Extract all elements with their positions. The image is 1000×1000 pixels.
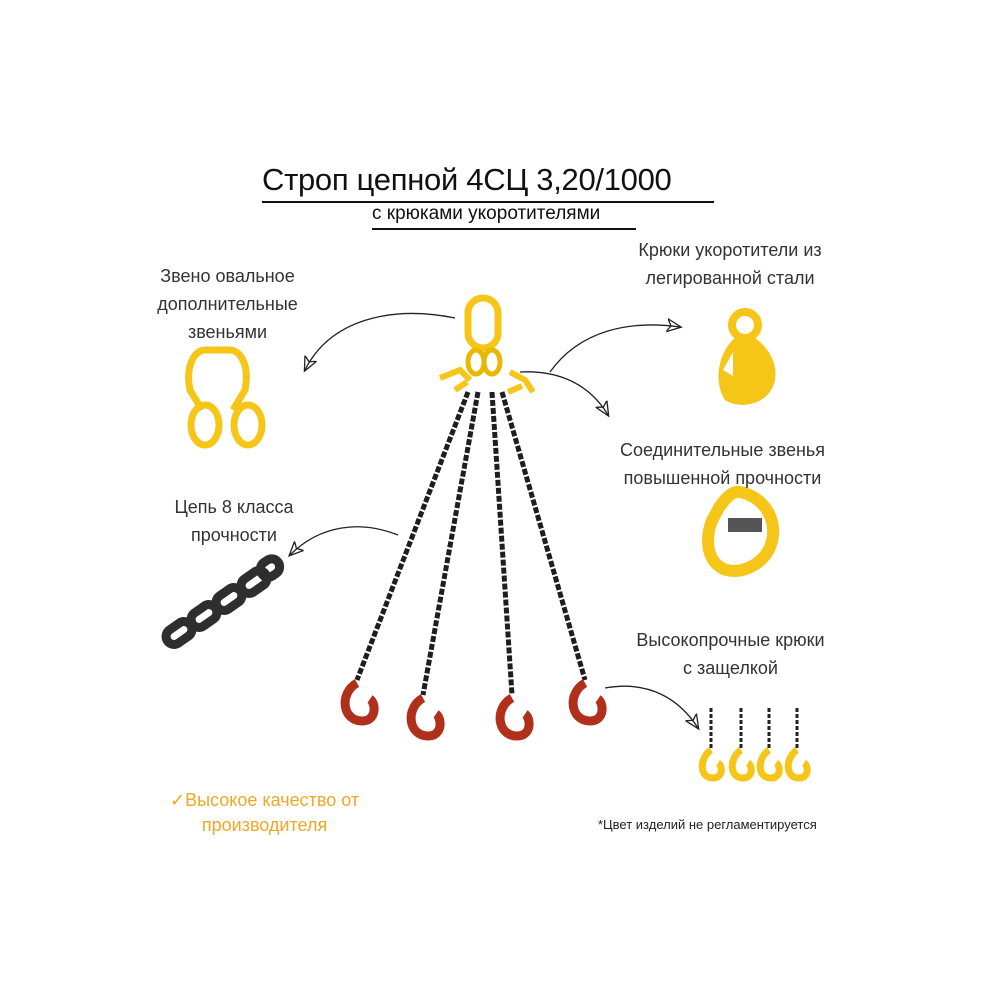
page-subtitle: с крюками укоротителями	[372, 203, 601, 224]
feature-line: Звено овальное	[160, 266, 295, 286]
feature-shortening-hooks: Крюки укоротители из легированной стали	[615, 236, 845, 292]
connecting-link-icon	[702, 485, 780, 577]
arrow-latch-hooks	[604, 685, 698, 728]
quality-line: производителя	[201, 815, 328, 835]
feature-line: прочности	[190, 525, 277, 545]
title-underline	[262, 201, 714, 203]
arrow-chain	[290, 526, 399, 555]
quality-line: ✓Высокое качество от	[170, 790, 360, 810]
page-title: Строп цепной 4СЦ 3,20/1000	[262, 162, 672, 197]
arrow-connecting-link	[519, 371, 608, 415]
quality-claim: ✓Высокое качество от производителя	[170, 788, 359, 838]
arrow-shortening-hook	[549, 325, 680, 373]
feature-line: Соединительные звенья	[619, 440, 826, 460]
latch-hooks-icon	[698, 708, 811, 782]
color-disclaimer: *Цвет изделий не регламентируется	[598, 817, 817, 832]
feature-oval-link: Звено овальное дополнительные звеньями	[150, 262, 305, 346]
feature-line: Высокопрочные крюки	[636, 630, 825, 650]
red-hooks-icon	[340, 679, 607, 741]
feature-line: легированной стали	[645, 268, 815, 288]
oval-link-assembly-icon	[185, 346, 266, 449]
shortening-hook-icon	[718, 308, 776, 405]
master-link-icon	[438, 294, 536, 395]
feature-line: звеньями	[187, 322, 268, 342]
feature-line: Цепь 8 класса	[174, 497, 294, 517]
chain-legs	[354, 391, 588, 696]
feature-chain: Цепь 8 класса прочности	[160, 493, 308, 549]
feature-connecting-links: Соединительные звенья повышенной прочнос…	[605, 436, 840, 492]
feature-line: с защелкой	[683, 658, 778, 678]
feature-line: Крюки укоротители из	[638, 240, 822, 260]
subtitle-underline	[372, 228, 636, 230]
feature-latch-hooks: Высокопрочные крюки с защелкой	[618, 626, 843, 682]
chain-closeup-icon	[161, 554, 285, 649]
feature-line: повышенной прочности	[623, 468, 822, 488]
arrow-oval-link	[305, 312, 456, 370]
feature-line: дополнительные	[157, 294, 298, 314]
